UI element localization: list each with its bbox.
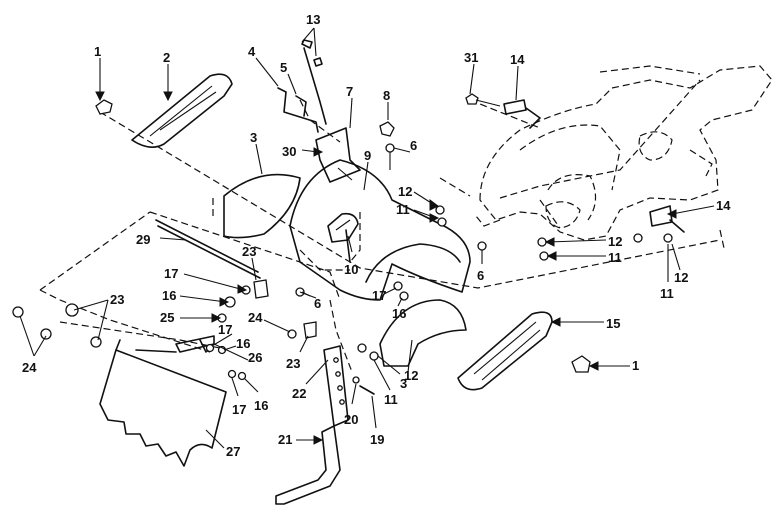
- hardware: [12, 121, 673, 395]
- callout-25: 25: [160, 310, 174, 325]
- callout-21: 21: [278, 432, 292, 447]
- callout-24-center: 24: [248, 310, 263, 325]
- callout-16-a: 16: [162, 288, 176, 303]
- bolts-13: [301, 39, 327, 125]
- depth-bar-bracket: [277, 87, 361, 183]
- callout-15: 15: [606, 316, 620, 331]
- callout-29: 29: [136, 232, 150, 247]
- callout-3-right: 3: [400, 376, 407, 391]
- tiller-transmission-outline: [475, 65, 773, 249]
- callout-26: 26: [248, 350, 262, 365]
- knob-left: [95, 99, 113, 115]
- callout-24-left: 24: [22, 360, 37, 375]
- callout-5: 5: [280, 60, 287, 75]
- callout-13: 13: [306, 12, 320, 27]
- callout-12-upper: 12: [398, 184, 412, 199]
- callout-14-upper: 14: [510, 52, 525, 67]
- callout-20: 20: [344, 412, 358, 427]
- callout-31: 31: [464, 50, 478, 65]
- leader-lines: [19, 27, 715, 449]
- callout-4: 4: [248, 44, 256, 59]
- callout-23-upper: 23: [242, 244, 256, 259]
- callout-11-upper: 11: [396, 202, 410, 217]
- callout-16-b: 16: [236, 336, 250, 351]
- callout-14-lower: 14: [716, 198, 731, 213]
- bracket-14-upper: [503, 99, 541, 129]
- right-inner-shield: [379, 299, 467, 367]
- callout-6-upper: 6: [410, 138, 417, 153]
- callout-6-mid: 6: [314, 296, 321, 311]
- callout-10: 10: [344, 262, 358, 277]
- callout-9: 9: [364, 148, 371, 163]
- handle-21: [275, 425, 341, 505]
- bolt-31: [465, 93, 501, 107]
- left-side-shield: [131, 73, 233, 148]
- callout-16-right: 16: [392, 306, 406, 321]
- callout-12-right: 12: [674, 270, 688, 285]
- callout-17-right: 17: [372, 288, 386, 303]
- rod-29: [155, 219, 261, 279]
- knob-right: [571, 355, 591, 373]
- callout-19: 19: [370, 432, 384, 447]
- callout-16-c: 16: [254, 398, 268, 413]
- callout-labels: 1 2 4 5 13 7 8 30 9 6 3 12 11 31 14 14 1…: [22, 12, 731, 459]
- callout-17-c: 17: [232, 402, 246, 417]
- callout-7: 7: [346, 84, 353, 99]
- left-inner-shield: [223, 173, 301, 239]
- callout-1-left: 1: [94, 44, 101, 59]
- depth-bar-22: [323, 345, 349, 427]
- callout-12-lower: 12: [404, 368, 418, 383]
- callout-3-left: 3: [250, 130, 257, 145]
- callout-17-b: 17: [218, 322, 232, 337]
- right-side-shield: [457, 311, 553, 391]
- tine-hood: [289, 159, 471, 301]
- callout-27: 27: [226, 444, 240, 459]
- callout-6-right: 6: [477, 268, 484, 283]
- callout-23-left: 23: [110, 292, 124, 307]
- callout-2: 2: [163, 50, 170, 65]
- callout-8: 8: [383, 88, 390, 103]
- callout-11-lower: 11: [384, 392, 398, 407]
- callout-17-a: 17: [164, 266, 178, 281]
- callout-30: 30: [282, 144, 296, 159]
- drag-bar-27: [99, 339, 227, 467]
- callout-12-mid: 12: [608, 234, 622, 249]
- callout-1-right: 1: [632, 358, 639, 373]
- bracket-14-lower: [649, 205, 685, 233]
- callout-22: 22: [292, 386, 306, 401]
- callout-23-lower: 23: [286, 356, 300, 371]
- callout-11-right: 11: [660, 286, 674, 301]
- callout-11-mid: 11: [608, 250, 622, 265]
